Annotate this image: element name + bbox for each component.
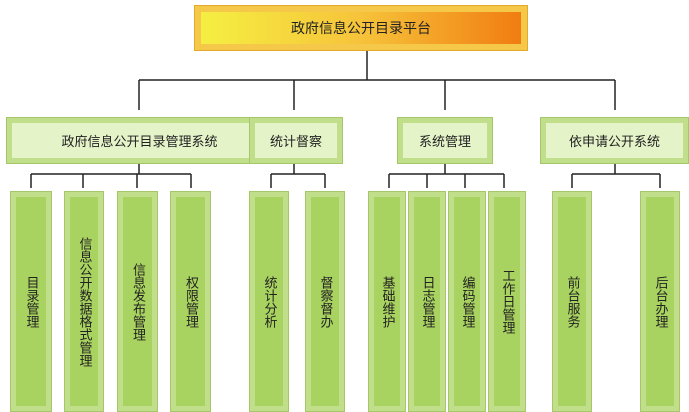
root-label: 政府信息公开目录平台 <box>201 12 521 44</box>
leaf-backend-processing: 后台办理 <box>640 191 680 412</box>
leaf-log-management: 日志管理 <box>408 191 446 412</box>
category-label: 系统管理 <box>403 123 487 158</box>
leaf-supervision: 督察督办 <box>305 191 345 412</box>
category-label: 依申请公开系统 <box>546 123 683 158</box>
category-application-disclosure: 依申请公开系统 <box>540 117 689 164</box>
leaf-label: 权限管理 <box>183 275 198 328</box>
category-stat-supervision: 统计督察 <box>249 117 343 164</box>
leaf-label: 统计分析 <box>261 275 277 328</box>
leaf-directory-management: 目录管理 <box>10 191 52 412</box>
root-node: 政府信息公开目录平台 <box>194 5 528 51</box>
category-system-management: 系统管理 <box>397 117 493 164</box>
leaf-label: 信息发布管理 <box>130 262 145 341</box>
leaf-info-publish-management: 信息发布管理 <box>117 191 158 412</box>
category-label: 统计督察 <box>255 123 337 158</box>
leaf-label: 基础维护 <box>379 275 395 328</box>
leaf-workday-management: 工作日管理 <box>488 191 526 412</box>
leaf-label: 督察督办 <box>317 275 333 328</box>
category-gov-info-directory: 政府信息公开目录管理系统 <box>6 117 273 164</box>
leaf-label: 日志管理 <box>419 275 435 328</box>
leaf-code-management: 编码管理 <box>448 191 486 412</box>
leaf-permission-management: 权限管理 <box>170 191 211 412</box>
leaf-data-format-management: 信息公开数据格式管理 <box>64 191 104 412</box>
leaf-basic-maintenance: 基础维护 <box>368 191 406 412</box>
leaf-label: 目录管理 <box>23 275 39 328</box>
leaf-label: 前台服务 <box>564 275 580 328</box>
leaf-front-service: 前台服务 <box>552 191 592 412</box>
leaf-label: 信息公开数据格式管理 <box>76 236 92 367</box>
leaf-label: 工作日管理 <box>499 269 515 334</box>
leaf-label: 编码管理 <box>459 275 475 328</box>
category-label: 政府信息公开目录管理系统 <box>12 123 267 158</box>
leaf-label: 后台办理 <box>652 275 668 328</box>
leaf-statistical-analysis: 统计分析 <box>249 191 289 412</box>
